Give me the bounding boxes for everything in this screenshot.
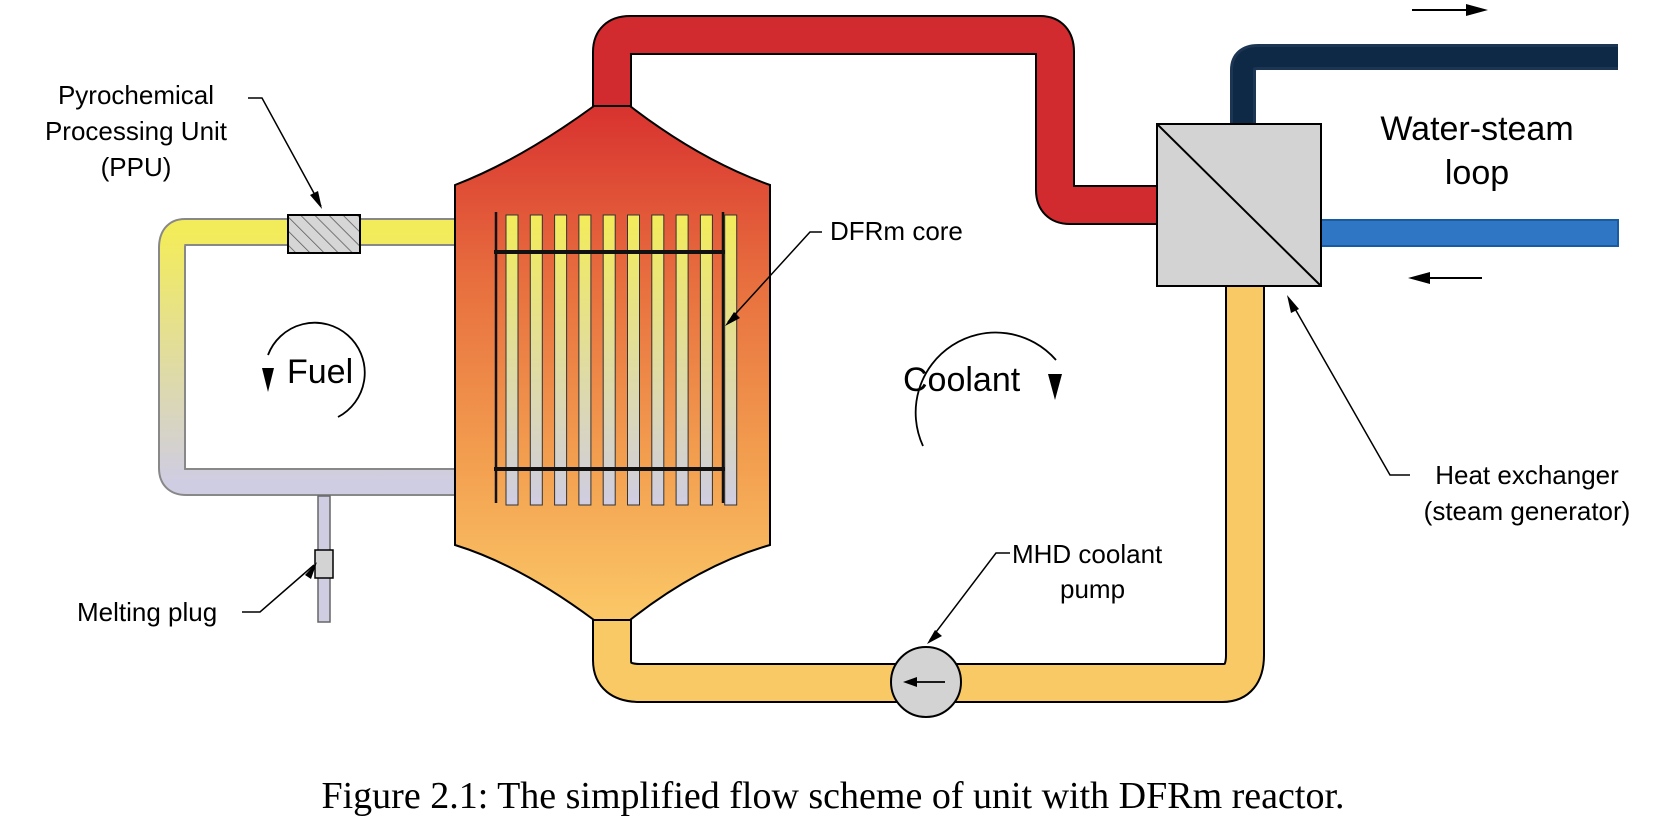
heat-exchanger-label-line1: Heat exchanger	[1435, 460, 1619, 490]
steam-flow-arrow	[1412, 4, 1488, 16]
melting-plug-element	[314, 549, 334, 579]
heat-exchanger-leader	[1289, 299, 1410, 476]
pump-label-line2: pump	[1060, 574, 1125, 604]
core-fuel-channel	[554, 214, 568, 506]
core-fuel-channel	[578, 214, 592, 506]
ppu-label-line3: (PPU)	[101, 152, 172, 182]
water-steam-label-line1: Water-steam	[1380, 110, 1573, 148]
water-pipe	[1317, 219, 1619, 247]
leader-lines	[242, 97, 1410, 644]
heat-exchanger-leader-arrowhead	[1287, 295, 1299, 313]
core-fuel-channel	[651, 214, 665, 506]
core-fuel-channel	[699, 214, 713, 506]
melting-plug-leader-arrowhead	[305, 562, 317, 579]
fuel-circulation-arrow	[262, 321, 366, 418]
core-label: DFRm core	[830, 216, 963, 246]
coolant-circulation-arrow	[914, 331, 1062, 447]
heat-exchanger-diagonal	[1156, 123, 1322, 287]
reactor-vessel	[454, 105, 771, 621]
heat-exchanger-label-line2: (steam generator)	[1424, 496, 1631, 526]
core-fuel-channel	[724, 214, 738, 506]
figure-caption: Figure 2.1: The simplified flow scheme o…	[321, 775, 1344, 817]
fuel-loop	[158, 214, 500, 623]
core-leader	[727, 231, 822, 323]
dfrm-core	[505, 214, 738, 506]
mhd-coolant-pump	[890, 646, 962, 718]
hot-coolant-pipe-fill	[594, 17, 1170, 223]
ppu-label-line1: Pyrochemical	[58, 80, 214, 110]
steam-pipe-fill	[1233, 47, 1618, 125]
core-fuel-channel	[675, 214, 689, 506]
pump-arrow-head	[903, 677, 917, 687]
coolant-label: Coolant	[903, 361, 1021, 399]
ppu-label-line2: Processing Unit	[45, 116, 228, 146]
core-fuel-channel	[602, 214, 616, 506]
fuel-label: Fuel	[287, 353, 353, 391]
core-fuel-channel	[505, 214, 519, 506]
ppu-leader-arrowhead	[310, 191, 322, 209]
melting-plug-label: Melting plug	[77, 597, 217, 627]
water-steam-label-line2: loop	[1445, 154, 1509, 192]
fuel-pipe-fill	[160, 220, 500, 494]
pump-leader	[929, 552, 1010, 641]
melting-plug-leader	[242, 564, 315, 613]
core-leader-arrowhead	[725, 312, 740, 326]
water-flow-arrow	[1408, 272, 1482, 284]
heat-exchanger	[1156, 123, 1322, 287]
pump-leader-arrowhead	[927, 630, 942, 644]
core-fuel-channel	[529, 214, 543, 506]
ppu-leader	[248, 97, 322, 207]
pump-label-line1: MHD coolant	[1012, 539, 1163, 569]
core-fuel-channel	[627, 214, 640, 506]
ppu-unit	[287, 214, 361, 254]
